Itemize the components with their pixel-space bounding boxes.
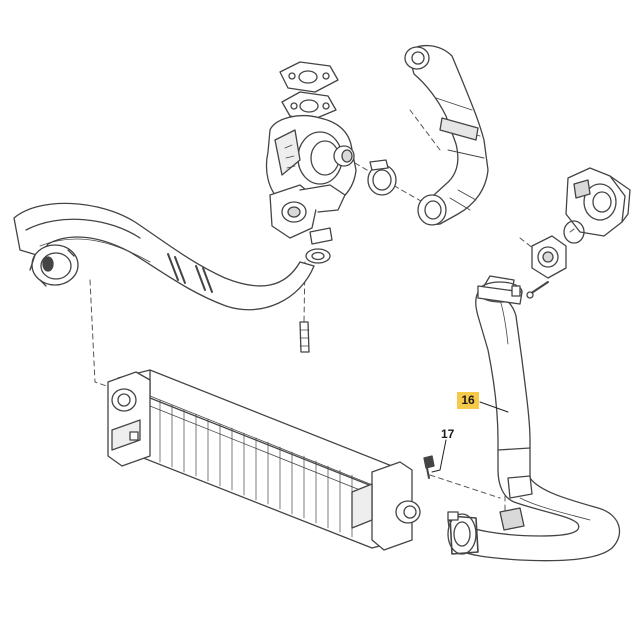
hose-clamp-bottom xyxy=(447,511,479,555)
throttle-body xyxy=(563,167,631,244)
hose-clamp-rings xyxy=(167,253,213,293)
turbocharger xyxy=(265,61,357,239)
bolt xyxy=(423,455,435,479)
intercooler xyxy=(107,369,421,551)
turbo-gaskets xyxy=(279,61,339,121)
intercooler-fins xyxy=(159,399,353,538)
callout-leader-lines xyxy=(431,401,509,473)
left-charge-air-hose xyxy=(13,202,315,311)
oil-return-pipe xyxy=(299,227,333,353)
hose-flange-adapter xyxy=(526,235,567,299)
intercooler-outlet-hose xyxy=(447,275,621,562)
callout-17-label[interactable]: 17 xyxy=(441,427,455,441)
air-inlet-duct xyxy=(404,45,489,226)
callout-16-label[interactable]: 16 xyxy=(457,392,479,409)
hose-end-coupling xyxy=(29,244,79,287)
hose-clamp-top xyxy=(477,275,523,305)
turbo-hose-clamp xyxy=(367,159,397,196)
